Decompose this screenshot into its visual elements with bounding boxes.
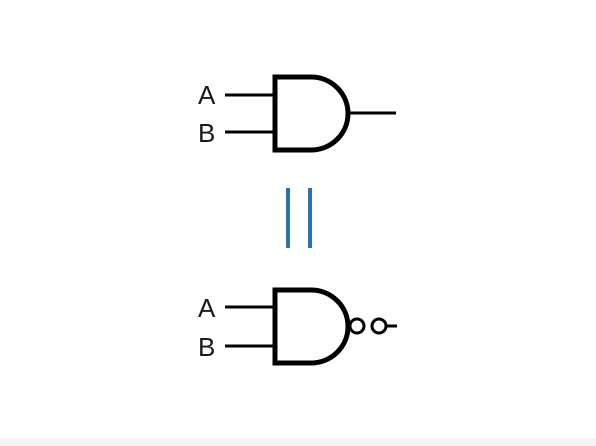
and-gate-icon bbox=[272, 74, 351, 153]
inversion-bubble-1-icon bbox=[348, 317, 366, 335]
top-and-gate: A B bbox=[198, 74, 396, 153]
bottom-gate-input-b-label: B bbox=[198, 332, 215, 362]
bottom-gate-input-a-label: A bbox=[198, 293, 216, 323]
inversion-bubble-2-icon bbox=[370, 317, 388, 335]
equals-sign-icon bbox=[286, 188, 312, 248]
top-gate-input-a-label: A bbox=[198, 80, 216, 110]
top-gate-input-b-label: B bbox=[198, 118, 215, 148]
bottom-and-gate: A B bbox=[198, 287, 397, 366]
and-gate-double-bubble-icon bbox=[272, 287, 351, 366]
bottom-band bbox=[0, 438, 596, 446]
